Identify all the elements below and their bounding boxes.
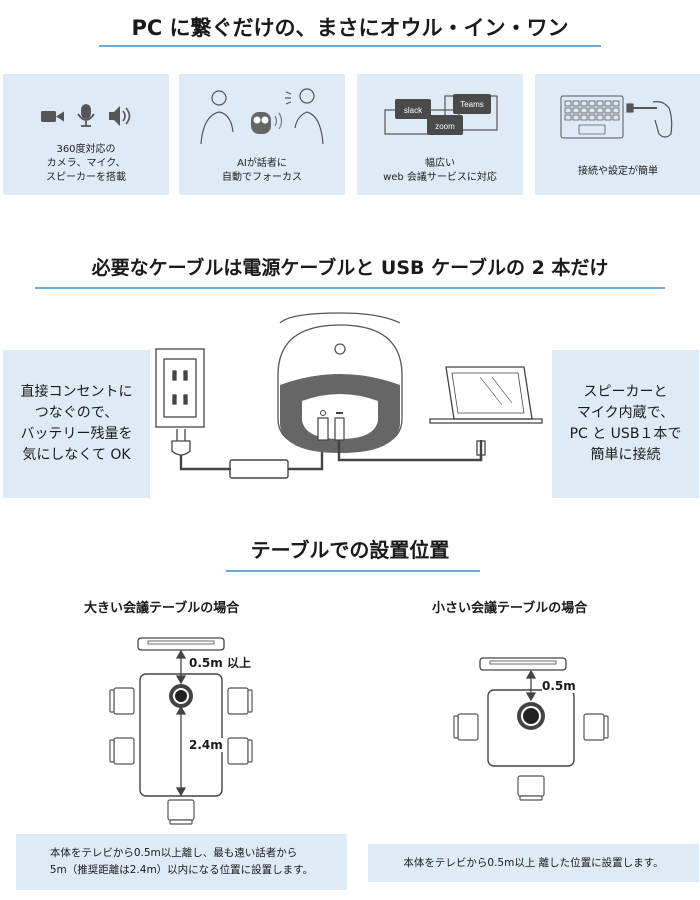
left-note: 直接コンセントに つなぐので、 バッテリー残量を 気にしなくて OK	[3, 350, 150, 498]
slack-bubble: slack	[395, 99, 431, 119]
feature-caption: 接続や設定が簡単	[578, 166, 658, 177]
owl-device-icon	[251, 112, 283, 134]
person-speaking-icon	[285, 88, 324, 145]
owl-device-icon	[277, 312, 403, 453]
large-table-diagram	[109, 637, 253, 825]
wall-outlet-icon	[155, 348, 205, 428]
section2-title: 必要なケーブルは電源ケーブルと USB ケーブルの 2 本だけ	[91, 257, 609, 279]
cable-diagram	[155, 312, 543, 479]
feature-caption: AIが話者に 自動でフォーカス	[222, 158, 302, 183]
services-icons: slack Teams zoom	[384, 94, 498, 135]
camera-icon	[41, 111, 64, 122]
power-plug-icon	[171, 429, 231, 471]
feature-card-services: slack Teams zoom 幅広い web 会議サービスに対応	[357, 74, 523, 195]
service-zoom: zoom	[435, 122, 455, 131]
laptop-icon	[429, 366, 543, 424]
small-table-title: 小さい会議テーブルの場合	[432, 601, 588, 616]
section1-title: PC に繋ぐだけの、まさにオウル・イン・ワン	[131, 16, 569, 40]
power-adapter-icon	[229, 459, 289, 479]
person-left-icon	[200, 90, 234, 145]
small-distance-label: 0.5m	[542, 679, 576, 693]
service-teams: Teams	[460, 100, 484, 109]
feature-caption: 360度対応の カメラ、マイク、 スピーカーを搭載	[46, 144, 126, 183]
right-note: スピーカーと マイク内蔵で、 PC と USB１本で 簡単に接続	[552, 350, 699, 498]
owl-device-top-icon	[169, 684, 193, 708]
feature-caption: 幅広い web 会議サービスに対応	[383, 158, 497, 183]
av-icons	[41, 104, 131, 127]
small-table-diagram	[453, 657, 609, 801]
usb-plug-hand-icon	[626, 101, 673, 138]
setup-icons	[560, 95, 673, 139]
feature-card-av: 360度対応の カメラ、マイク、 スピーカーを搭載	[3, 74, 169, 195]
laptop-keyboard-icon	[560, 95, 624, 139]
microphone-icon	[77, 104, 95, 127]
feature-card-easy-setup: 接続や設定が簡単	[535, 74, 700, 195]
service-slack: slack	[404, 106, 423, 115]
usb-plug-icon	[476, 440, 486, 461]
zoom-bubble: zoom	[427, 115, 463, 135]
feature-card-ai-focus: AIが話者に 自動でフォーカス	[179, 74, 345, 195]
large-table-note: 本体をテレビから0.5m以上離し、最も遠い話者から 5m（推奨距離は2.4m）以…	[16, 834, 347, 890]
chair-icon	[453, 713, 609, 801]
small-table-note: 本体をテレビから0.5m以上 離した位置に設置します。	[368, 844, 699, 882]
ai-focus-icons	[200, 88, 324, 145]
chair-icon	[109, 687, 253, 825]
section3-title: テーブルでの設置位置	[250, 538, 450, 562]
large-distance-far-label: 2.4m	[189, 738, 223, 752]
section2-underline	[35, 287, 665, 289]
owl-device-top-icon	[517, 702, 545, 730]
section1-underline	[99, 45, 601, 47]
teams-bubble: Teams	[453, 94, 491, 114]
large-table-title: 大きい会議テーブルの場合	[84, 601, 240, 616]
speaker-icon	[109, 106, 131, 126]
section3-underline	[226, 570, 480, 572]
large-distance-min-label: 0.5m 以上	[189, 654, 251, 671]
